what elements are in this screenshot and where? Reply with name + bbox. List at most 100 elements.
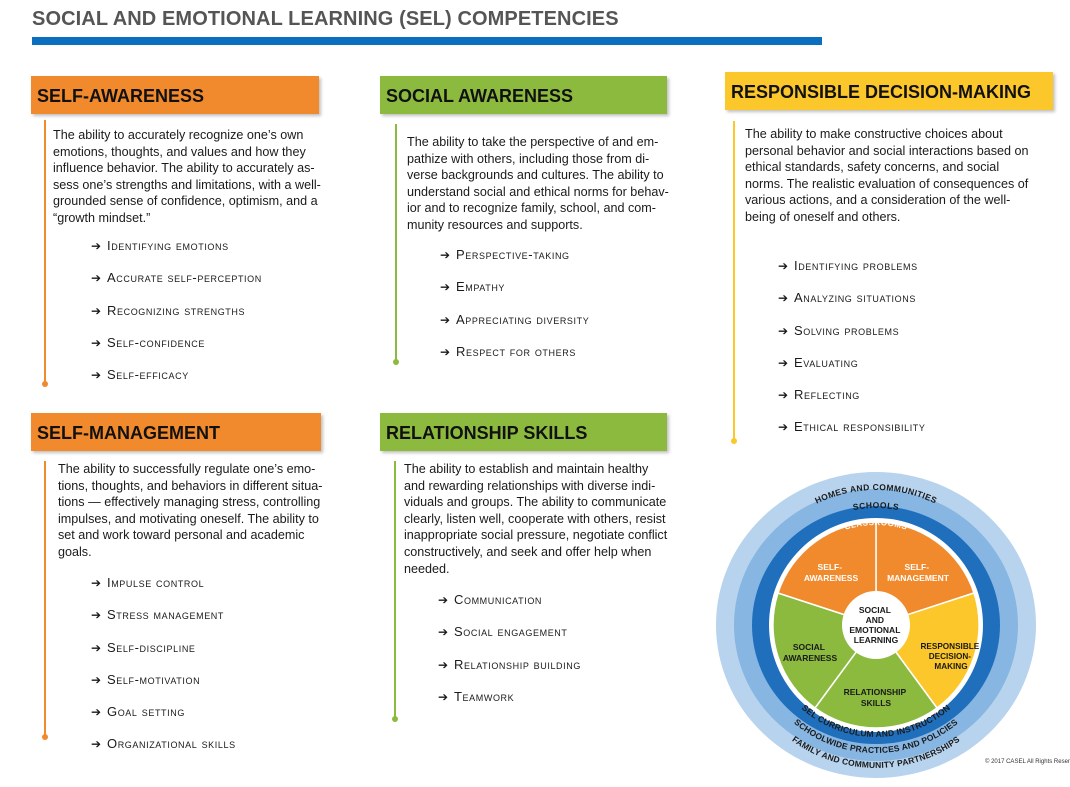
skill-label: Evaluating <box>794 354 859 370</box>
arrow-bullet-icon: ➔ <box>91 705 102 720</box>
skill-label: Reflecting <box>794 387 860 403</box>
description-line: ethical standards, safety concerns, and … <box>745 160 1000 175</box>
wheel-center-label: SOCIAL AND EMOTIONAL LEARNING <box>849 605 902 645</box>
section-heading: RELATIONSHIP SKILLS <box>380 413 667 451</box>
description-line: The ability to successfully regulate one… <box>58 462 316 476</box>
segment-label-responsible-decision-making: RESPONSIBLE DECISION- MAKING <box>921 642 982 671</box>
arrow-bullet-icon: ➔ <box>91 335 102 350</box>
description-line: constructively, and seek and offer help … <box>404 544 652 559</box>
skill-item: ➔Relationship building <box>438 657 581 689</box>
arrow-bullet-icon: ➔ <box>438 657 449 672</box>
skill-item: ➔Self-motivation <box>91 672 236 704</box>
description-line: The ability to establish and maintain he… <box>404 462 649 476</box>
segment-label-self-awareness: SELF- AWARENESS <box>804 562 859 583</box>
section-accent-line <box>393 124 399 365</box>
section-accent-line <box>392 461 398 722</box>
segment-relationship-skills <box>813 623 939 729</box>
skill-label: Self-efficacy <box>107 367 189 383</box>
section-accent-line <box>42 120 48 387</box>
skill-label: Empathy <box>456 279 506 295</box>
section-description: The ability to accurately recognize one’… <box>53 127 373 227</box>
arrow-bullet-icon: ➔ <box>440 344 451 359</box>
arrow-bullet-icon: ➔ <box>91 303 102 318</box>
skill-item: ➔Appreciating diversity <box>440 312 589 344</box>
description-line: sess one’s strengths and limitations, wi… <box>53 177 321 192</box>
description-line: norms. The realistic evaluation of conse… <box>745 176 1029 191</box>
skill-item: ➔ Social engagement <box>438 624 581 656</box>
skill-item: ➔ Solving problems <box>778 323 926 355</box>
arrow-bullet-icon: ➔ <box>438 593 449 607</box>
description-line: verse backgrounds and cultures. The abil… <box>407 168 664 183</box>
skill-label: Accurate self-perception <box>107 270 262 286</box>
skill-label: Self-motivation <box>107 671 201 687</box>
skill-label: Recognizing strengths <box>107 302 246 318</box>
segment-self-management <box>875 521 975 627</box>
skill-item: ➔ Perspective-taking <box>440 247 589 279</box>
skill-label: Analyzing situations <box>794 290 916 306</box>
skill-label: Goal setting <box>107 704 185 720</box>
description-line: grounded sense of confidence, optimism, … <box>53 194 318 209</box>
description-line: The ability to make constructive choices… <box>745 127 1003 141</box>
skill-label: Teamwork <box>454 688 515 704</box>
skill-label: Impulse control <box>107 575 205 590</box>
description-line: inappropriate social pressure, negotiate… <box>404 528 668 543</box>
skill-item: ➔Identifying problems <box>778 258 926 290</box>
arrow-bullet-icon: ➔ <box>778 388 789 403</box>
sel-wheel-diagram: SOCIAL AND EMOTIONAL LEARNING SELF- AWAR… <box>716 472 1036 778</box>
arrow-bullet-icon: ➔ <box>91 608 102 623</box>
description-line: set and work toward personal and academi… <box>58 528 305 543</box>
description-line: tions — effectively managing stress, con… <box>58 495 321 510</box>
skill-label: Social engagement <box>454 624 568 640</box>
skill-label: Self-discipline <box>107 639 196 655</box>
arrow-bullet-icon: ➔ <box>778 291 789 306</box>
section-accent-line <box>42 461 48 740</box>
description-line: tions, thoughts, and behaviors in differ… <box>58 478 323 493</box>
arrow-bullet-icon: ➔ <box>440 312 451 327</box>
skill-item: ➔ Accurate self-perception <box>91 270 262 302</box>
skill-label: Perspective-taking <box>456 247 570 262</box>
skill-label: Respect for others <box>456 343 576 359</box>
skill-item: ➔ Organizational skills <box>91 736 236 768</box>
description-line: personal behavior and social interaction… <box>745 143 1029 158</box>
description-line: being of oneself and others. <box>745 209 901 224</box>
skill-label: Solving problems <box>794 322 900 338</box>
arrow-bullet-icon: ➔ <box>91 271 102 286</box>
arrow-bullet-icon: ➔ <box>778 420 789 435</box>
skill-list: ➔Identifying emotions➔Accurate self-perc… <box>91 238 262 399</box>
skill-label: Self-confidence <box>107 334 206 350</box>
section-heading: RESPONSIBLE DECISION-MAKING <box>725 72 1053 110</box>
description-line: pathize with others, including those fro… <box>407 151 650 166</box>
section-heading: SOCIAL AWARENESS <box>380 76 667 114</box>
arrow-bullet-icon: ➔ <box>438 625 449 640</box>
section-accent-line <box>731 121 737 444</box>
title-underline <box>32 37 822 45</box>
arrow-bullet-icon: ➔ <box>91 576 102 590</box>
page-title: SOCIAL AND EMOTIONAL LEARNING (SEL) COMP… <box>32 8 619 30</box>
skill-item: ➔Self-efficacy <box>91 367 262 399</box>
skill-list: ➔Perspective-taking➔Empathy➔Appreciating… <box>440 247 589 376</box>
description-line: influence behavior. The ability to accur… <box>53 161 315 176</box>
arrow-bullet-icon: ➔ <box>440 248 451 262</box>
description-line: The ability to take the perspective of a… <box>407 135 659 149</box>
arrow-bullet-icon: ➔ <box>91 737 102 752</box>
segment-self-awareness <box>777 521 877 627</box>
description-line: emotions, thoughts, and values and how t… <box>53 144 306 159</box>
skill-item: ➔ Recognizing strengths <box>91 303 262 335</box>
segment-label-self-management: SELF- MANAGEMENT <box>887 562 950 583</box>
description-line: munity resources and supports. <box>407 217 583 232</box>
description-line: “growth mindset.” <box>53 210 151 225</box>
description-line: goals. <box>58 544 92 559</box>
description-line: understand social and ethical norms for … <box>407 184 669 199</box>
description-line: The ability to accurately recognize one’… <box>53 128 304 142</box>
arrow-bullet-icon: ➔ <box>91 640 102 655</box>
arrow-bullet-icon: ➔ <box>91 239 102 253</box>
skill-item: ➔Empathy <box>440 279 589 311</box>
arrow-bullet-icon: ➔ <box>778 323 789 338</box>
skill-label: Stress management <box>107 607 224 623</box>
description-line: clearly, listen well, cooperate with oth… <box>404 511 666 526</box>
skill-label: Organizational skills <box>107 736 236 752</box>
skill-item: ➔ Stress management <box>91 607 236 639</box>
description-line: ior and to recognize family, school, and… <box>407 201 656 216</box>
skill-item: ➔ Self-discipline <box>91 640 236 672</box>
section-heading: SELF-AWARENESS <box>31 76 319 114</box>
